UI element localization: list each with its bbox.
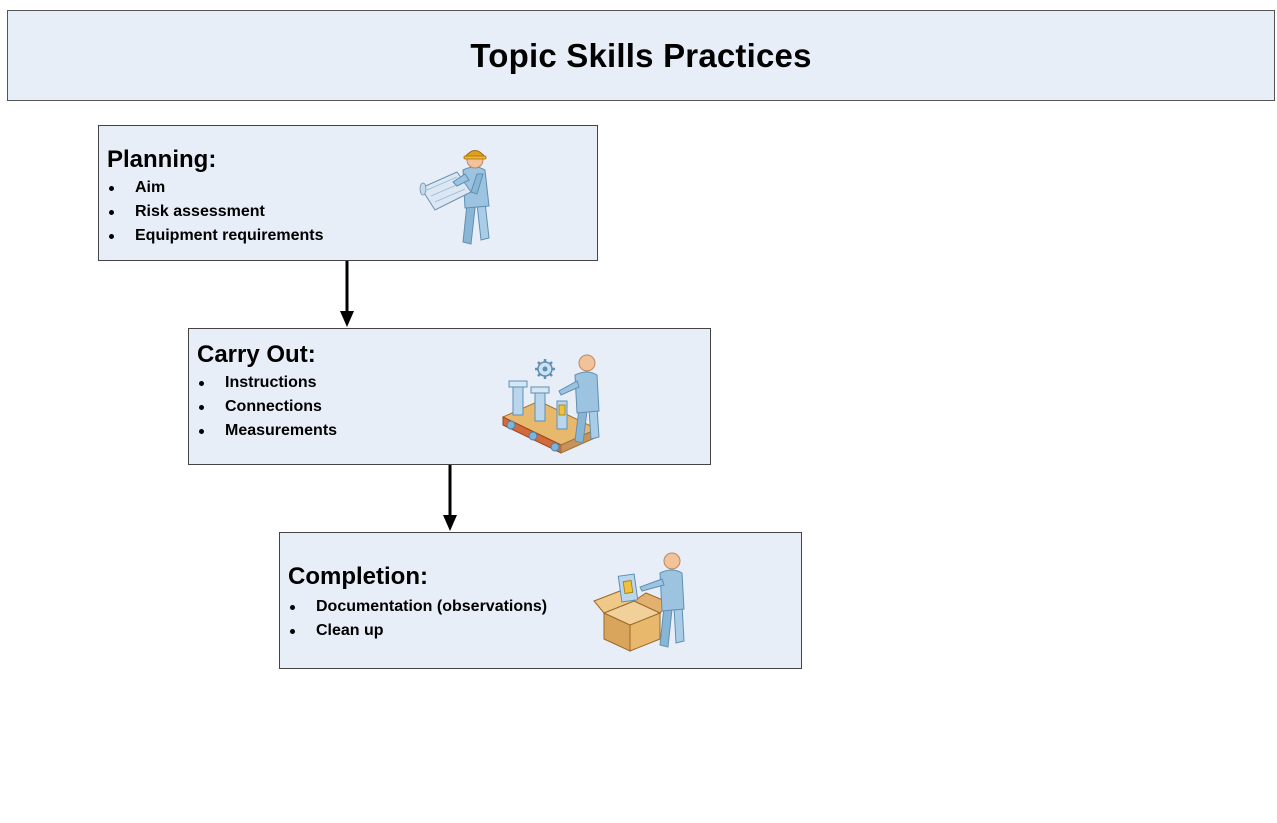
planning-list: Aim Risk assessment Equipment requiremen… bbox=[107, 176, 323, 248]
list-item: Aim bbox=[107, 176, 323, 200]
list-item: Clean up bbox=[288, 619, 547, 643]
bullet-icon bbox=[109, 186, 114, 191]
list-item: Risk assessment bbox=[107, 200, 323, 224]
flow-arrow bbox=[443, 465, 457, 531]
planning-title: Planning: bbox=[107, 146, 217, 173]
bullet-icon bbox=[199, 405, 204, 410]
title-banner: Topic Skills Practices bbox=[7, 10, 1275, 101]
bullet-icon bbox=[109, 234, 114, 239]
list-item: Connections bbox=[197, 395, 337, 419]
engineer-blueprint-icon bbox=[419, 150, 490, 245]
list-item-label: Equipment requirements bbox=[135, 227, 324, 244]
bullet-icon bbox=[199, 429, 204, 434]
page-title: Topic Skills Practices bbox=[470, 36, 812, 74]
list-item: Instructions bbox=[197, 371, 337, 395]
carry-out-title: Carry Out: bbox=[197, 341, 316, 368]
list-item: Documentation (observations) bbox=[288, 595, 547, 619]
bullet-icon bbox=[290, 629, 295, 634]
completion-list: Documentation (observations) Clean up bbox=[288, 595, 547, 643]
assembly-line-worker-icon bbox=[501, 354, 600, 454]
worker-packing-box-icon bbox=[593, 552, 685, 652]
bullet-icon bbox=[199, 381, 204, 386]
carry-out-box: Carry Out: Instructions Connections Meas… bbox=[188, 328, 711, 465]
completion-title: Completion: bbox=[288, 563, 428, 590]
list-item-label: Instructions bbox=[225, 374, 317, 391]
list-item-label: Clean up bbox=[316, 622, 384, 639]
list-item-label: Connections bbox=[225, 398, 322, 415]
completion-box: Completion: Documentation (observations)… bbox=[279, 532, 802, 669]
list-item-label: Aim bbox=[135, 179, 166, 196]
list-item-label: Documentation (observations) bbox=[316, 598, 548, 615]
list-item-label: Measurements bbox=[225, 422, 338, 439]
carry-out-list: Instructions Connections Measurements bbox=[197, 371, 337, 443]
flow-arrow bbox=[340, 261, 354, 327]
planning-box: Planning: Aim Risk assessment Equipment … bbox=[98, 125, 598, 261]
bullet-icon bbox=[290, 605, 295, 610]
list-item-label: Risk assessment bbox=[135, 203, 265, 220]
list-item: Equipment requirements bbox=[107, 224, 323, 248]
list-item: Measurements bbox=[197, 419, 337, 443]
bullet-icon bbox=[109, 210, 114, 215]
